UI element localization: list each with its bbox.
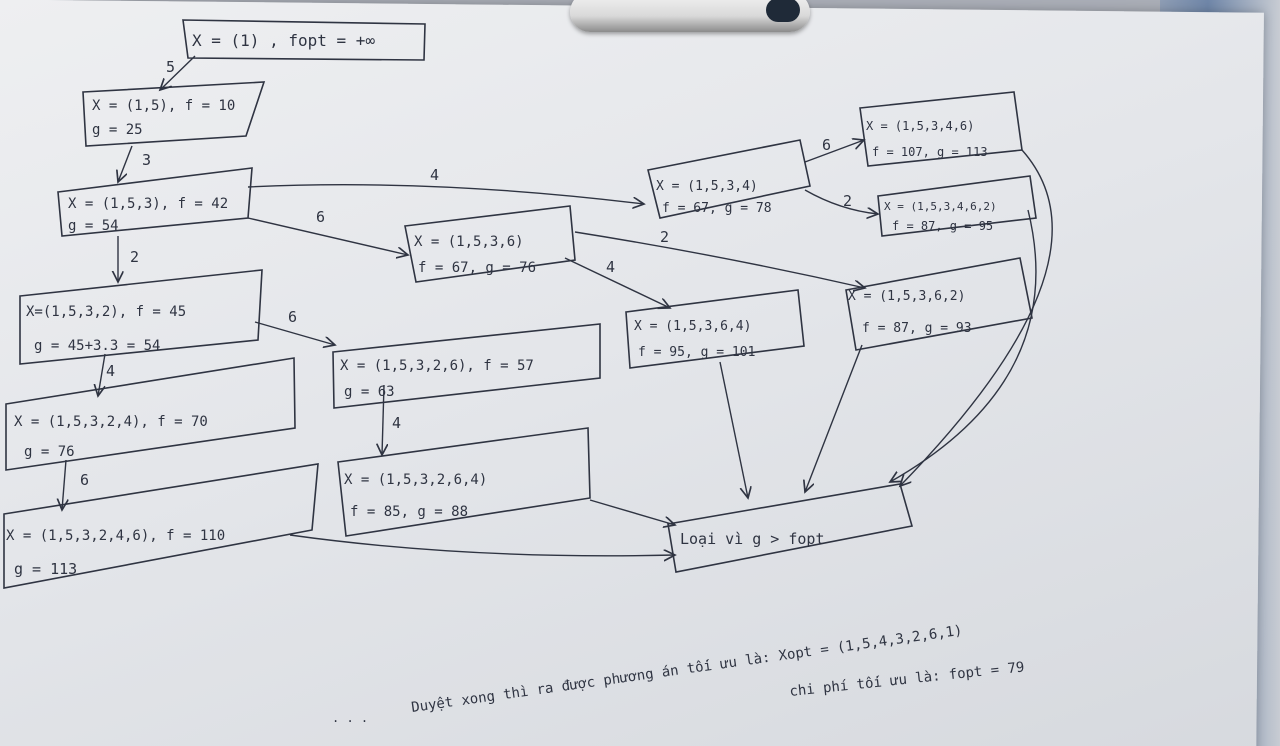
node-n153: X = (1,5,3), f = 42 g = 54	[57, 167, 253, 237]
edge-n1534-n15346	[804, 140, 864, 163]
node-n15346: X = (1,5,3,4,6) f = 107, g = 113	[859, 91, 1023, 167]
edge-label: 3	[142, 151, 151, 169]
edges	[62, 55, 1053, 556]
node-n153462: X = (1,5,3,4,6,2) f = 87, g = 95	[877, 175, 1037, 237]
node-line1: X=(1,5,3,2), f = 45	[26, 304, 186, 320]
node-n15324: X = (1,5,3,2,4), f = 70 g = 76	[5, 357, 296, 471]
node-n153264: X = (1,5,3,2,6,4) f = 85, g = 88	[337, 427, 591, 537]
node-line1: X = (1,5,3,2,6), f = 57	[340, 358, 534, 374]
node-line2: f = 67, g = 76	[418, 260, 536, 276]
node-n1532: X=(1,5,3,2), f = 45 g = 45+3.3 = 54	[19, 269, 263, 365]
node-n15326: X = (1,5,3,2,6), f = 57 g = 63	[332, 323, 601, 409]
node-line1: X = (1,5), f = 10	[92, 98, 235, 114]
edge-n1534-n153462	[804, 189, 878, 214]
edge-root-n15	[160, 55, 196, 90]
node-n1536: X = (1,5,3,6) f = 67, g = 76	[404, 205, 576, 283]
node-n15: X = (1,5), f = 10 g = 25	[82, 81, 266, 147]
edge-n15326-n153264	[382, 384, 384, 455]
node-line1: X = (1,5,3,4)	[656, 179, 758, 194]
node-line2: f = 87, g = 95	[892, 219, 993, 233]
node-line1: X = (1,5,3,6)	[414, 234, 524, 250]
node-line2: g = 25	[92, 122, 143, 138]
edge-label: 6	[822, 136, 831, 154]
node-prune: Loại vì g > fopt	[667, 483, 914, 573]
edge-n153-n1536	[247, 217, 408, 255]
conclusion-notes: . . . Duyệt xong thì ra được phương án t…	[332, 623, 1025, 725]
node-line1: X = (1) , fopt = +∞	[192, 31, 375, 50]
node-n153246: X = (1,5,3,2,4,6), f = 110 g = 113	[3, 463, 319, 589]
edge-n15324-n153246	[62, 459, 66, 510]
node-n1534: X = (1,5,3,4) f = 67, g = 78	[647, 139, 811, 219]
note-dots: . . .	[332, 711, 368, 725]
edge-n153246-prune	[289, 534, 675, 556]
edge-label: 4	[392, 414, 401, 432]
edge-n1536-n15362	[574, 231, 865, 288]
node-line2: g = 113	[14, 560, 77, 578]
node-line1: Loại vì g > fopt	[680, 530, 825, 548]
edge-n15346-prune	[900, 149, 1053, 486]
node-line1: X = (1,5,3), f = 42	[68, 196, 228, 212]
node-n15364: X = (1,5,3,6,4) f = 95, g = 101	[625, 289, 805, 369]
edge-n153264-prune	[589, 499, 675, 525]
node-line1: X = (1,5,3,4,6,2)	[884, 200, 997, 213]
edge-n15-n153	[118, 145, 133, 182]
node-root: X = (1) , fopt = +∞	[182, 19, 426, 61]
node-line2: f = 87, g = 93	[862, 321, 972, 336]
edge-label: 2	[130, 248, 139, 266]
edge-label: 6	[80, 471, 89, 489]
edge-n15364-prune	[719, 361, 748, 498]
node-n15362: X = (1,5,3,6,2) f = 87, g = 93	[845, 257, 1033, 351]
note-line1: Duyệt xong thì ra được phương án tối ưu …	[410, 623, 963, 716]
edge-n1532-n15326	[254, 321, 335, 345]
edge-label: 2	[660, 228, 669, 246]
node-line2: f = 95, g = 101	[638, 345, 755, 360]
note-line2: chi phí tối ưu là: fopt = 79	[789, 659, 1025, 700]
edge-label: 6	[288, 308, 297, 326]
edge-n15362-prune	[805, 344, 863, 492]
edge-label: 2	[843, 192, 852, 210]
node-line1: X = (1,5,3,6,4)	[634, 319, 751, 334]
edge-label: 4	[430, 166, 439, 184]
node-line1: X = (1,5,3,6,2)	[848, 289, 965, 304]
node-line1: X = (1,5,3,4,6)	[866, 119, 974, 133]
node-line1: X = (1,5,3,2,4), f = 70	[14, 414, 208, 430]
node-line2: g = 76	[24, 444, 75, 460]
node-line1: X = (1,5,3,2,6,4)	[344, 472, 487, 488]
node-line2: f = 107, g = 113	[872, 145, 988, 159]
edge-label: 5	[166, 58, 175, 76]
node-line2: g = 45+3.3 = 54	[34, 338, 160, 354]
node-line2: g = 63	[344, 384, 395, 400]
edge-label: 6	[316, 208, 325, 226]
marker-pen	[570, 0, 810, 32]
node-line1: X = (1,5,3,2,4,6), f = 110	[6, 528, 225, 544]
edge-n153-n1534	[247, 183, 644, 204]
node-line2: g = 54	[68, 218, 119, 234]
edge-label: 4	[106, 362, 115, 380]
edge-n153462-prune	[890, 209, 1037, 482]
edge-label: 4	[606, 258, 615, 276]
edge-n1536-n15364	[564, 257, 670, 308]
edge-labels: 5 3 2 4 6 6 4 4 6 2 4 6 2	[80, 58, 852, 489]
node-line2: f = 85, g = 88	[350, 504, 468, 520]
node-line2: f = 67, g = 78	[662, 201, 772, 216]
